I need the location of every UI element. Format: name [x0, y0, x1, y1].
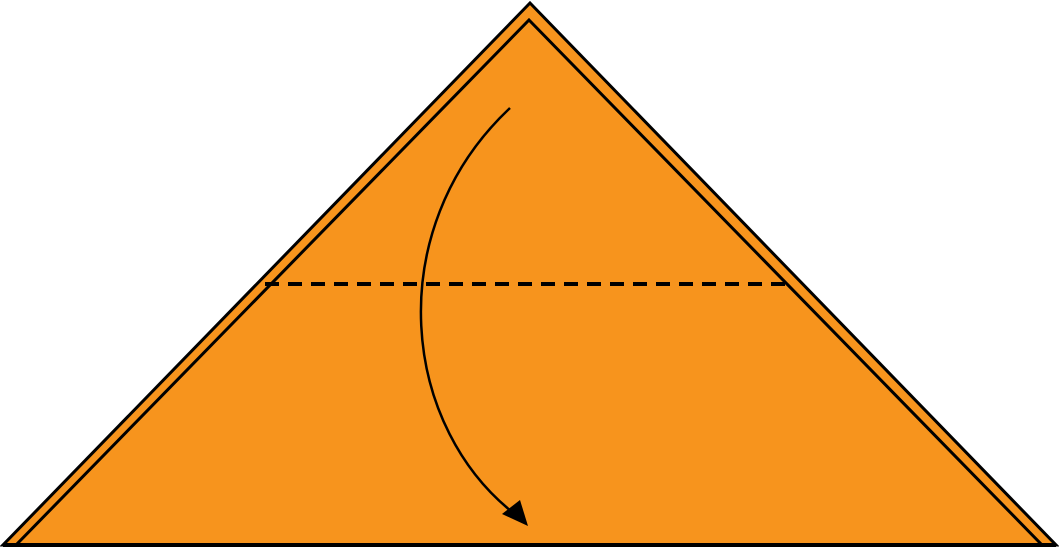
arrowhead-icon: [502, 500, 528, 526]
fold-direction-arrow: [419, 107, 521, 520]
